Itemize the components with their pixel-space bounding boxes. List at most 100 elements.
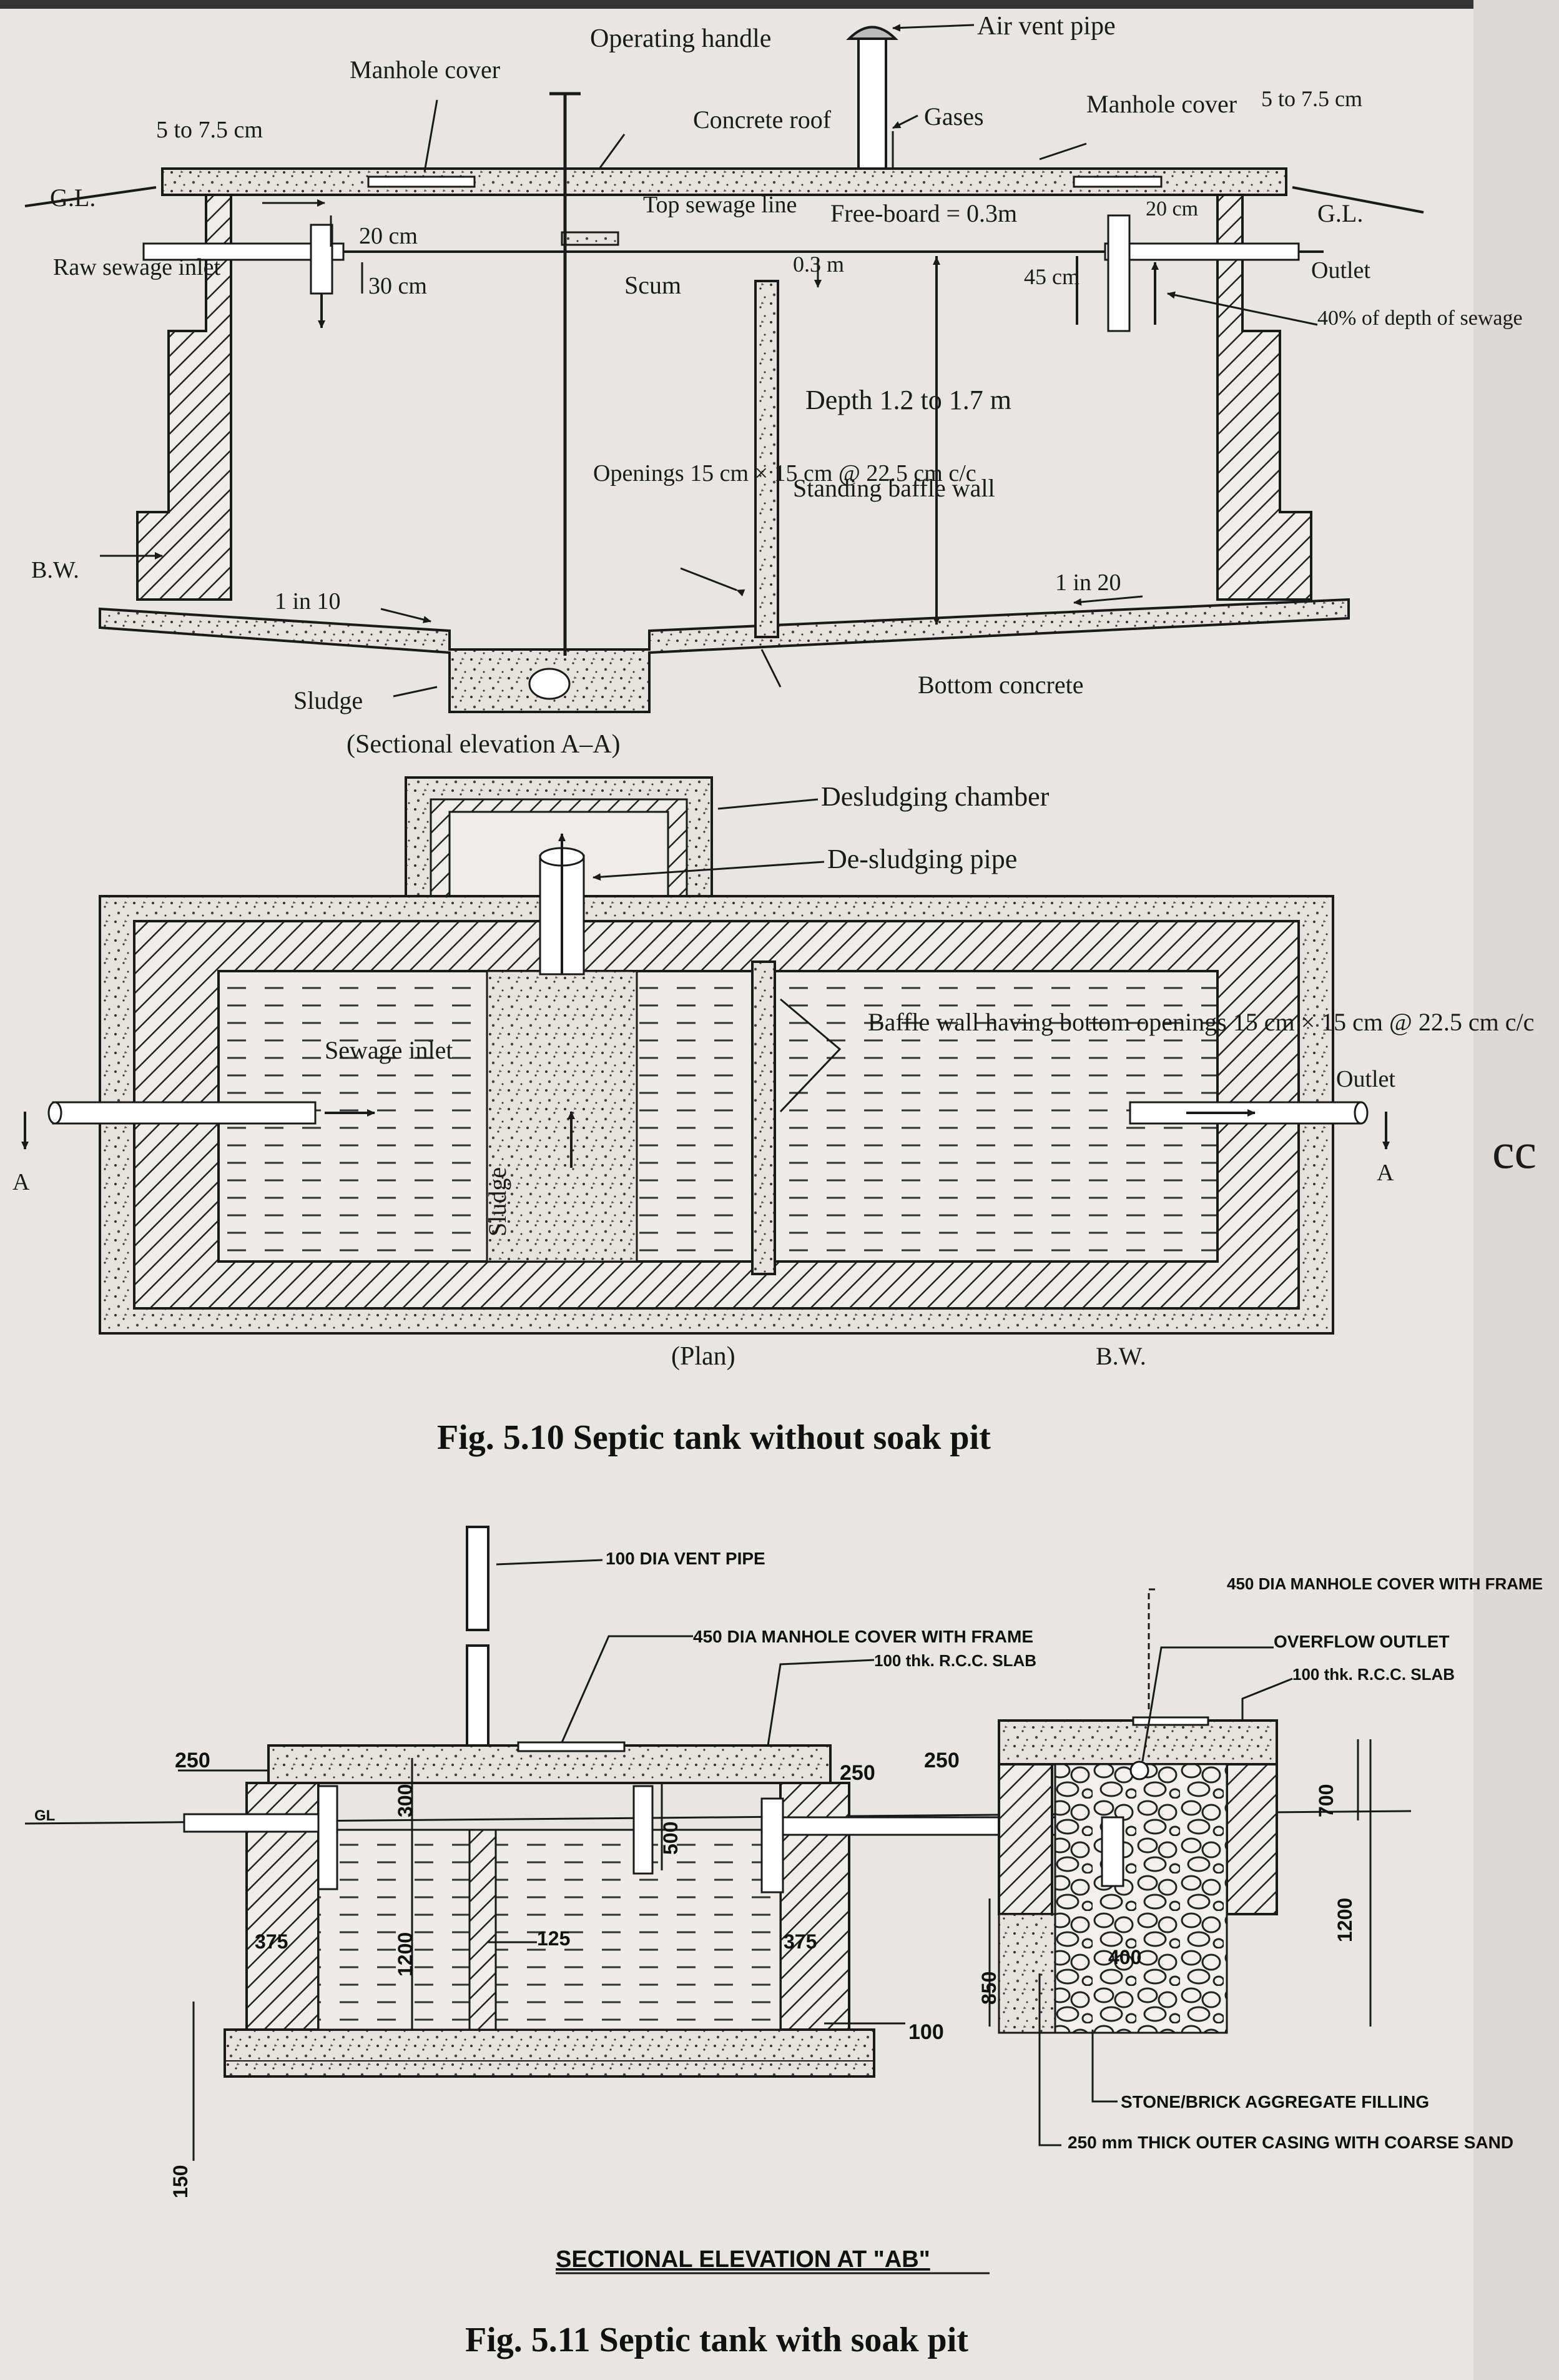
label-45cm: 45 cm (1024, 264, 1079, 289)
dim-150: 150 (169, 2165, 192, 2198)
label-bw-plan: B.W. (1096, 1342, 1146, 1370)
label-outlet-elevation: Outlet (1311, 257, 1370, 284)
label-vent-pipe: 100 DIA VENT PIPE (606, 1549, 765, 1568)
label-20cm-right: 20 cm (1146, 197, 1198, 220)
label-plan-sludge: Sludge (483, 1167, 511, 1237)
outlet-tee (1107, 214, 1131, 332)
ground-line-right (1292, 186, 1424, 214)
label-gl-511: GL (34, 1807, 55, 1824)
left-brick-wall (136, 194, 232, 601)
label-40pct: 40% of depth of sewage (1317, 307, 1523, 330)
label-bottom-concrete: Bottom concrete (918, 671, 1083, 699)
right-brick-wall (1216, 194, 1312, 601)
label-scum: Scum (624, 271, 681, 299)
dim-250-right: 250 (924, 1749, 960, 1772)
bottom-concrete (99, 598, 1350, 713)
label-gl-left: G.L. (50, 184, 96, 212)
dim-250-left: 250 (175, 1749, 210, 1772)
label-desludging-chamber: Desludging chamber (821, 781, 1050, 812)
fig511-elevation: 100 DIA VENT PIPE 450 DIA MANHOLE COVER … (24, 1526, 1543, 2274)
soakpit-rcc-slab (998, 1719, 1278, 1765)
soakpit-manhole-cover (1132, 1716, 1209, 1726)
title-sectional-elevation: (Sectional elevation A–A) (347, 730, 621, 759)
label-gap-left: 5 to 7.5 cm (156, 117, 263, 143)
plan-baffle-wall (751, 960, 776, 1275)
label-overflow-outlet: OVERFLOW OUTLET (1274, 1632, 1450, 1651)
tank-partition (468, 1829, 497, 2031)
label-top-sewage-line: Top sewage line (643, 192, 797, 218)
label-section-a-right: A (1377, 1160, 1394, 1186)
label-slab-511: 100 thk. R.C.C. SLAB (874, 1651, 1036, 1670)
ground-line-left (24, 186, 157, 207)
dim-400: 400 (1108, 1946, 1141, 1968)
manhole-cover-right (1073, 175, 1163, 188)
plan-inlet-pipe (52, 1101, 317, 1125)
fig510-elevation: Manhole cover Operating handle Air vent … (24, 12, 1523, 759)
title-plan: (Plan) (671, 1342, 735, 1371)
label-operating-handle: Operating handle (590, 24, 771, 53)
dim-1200-left: 1200 (394, 1932, 416, 1977)
dim-300: 300 (394, 1784, 416, 1817)
tank-baffle-tee (632, 1785, 654, 1875)
label-20cm-left: 20 cm (359, 223, 418, 249)
label-sewage-inlet: Sewage inlet (325, 1036, 453, 1064)
plan-sludge-zone (486, 970, 638, 1263)
label-bw-elevation: B.W. (31, 557, 79, 583)
dim-500: 500 (659, 1822, 682, 1855)
label-outlet-plan: Outlet (1336, 1066, 1395, 1092)
tank-manhole-cover (517, 1741, 626, 1752)
plan-tank-interior (217, 970, 1219, 1263)
label-0-3m: 0.3 m (793, 252, 844, 277)
standing-baffle-wall (754, 280, 779, 638)
caption-fig-5-10: Fig. 5.10 Septic tank without soak pit (437, 1418, 991, 1457)
dim-1200-right: 1200 (1334, 1898, 1356, 1942)
dim-100: 100 (908, 2020, 944, 2044)
dim-375-right: 375 (784, 1930, 817, 1953)
sludge-pipe (528, 668, 571, 700)
soakpit-left-wall (998, 1763, 1053, 1915)
label-stone-filling: STONE/BRICK AGGREGATE FILLING (1121, 2092, 1429, 2111)
tank-inlet-pipe (183, 1813, 338, 1833)
base-slab (224, 2028, 875, 2078)
label-concrete-roof: Concrete roof (693, 106, 832, 134)
label-manhole-cover-right-511: 450 DIA MANHOLE COVER WITH FRAME (1227, 1574, 1543, 1593)
caption-fig-5-11: Fig. 5.11 Septic tank with soak pit (465, 2321, 968, 2359)
dim-125: 125 (537, 1927, 570, 1950)
coarse-sand-casing (998, 1913, 1056, 2034)
dim-375-left: 375 (255, 1930, 288, 1953)
dim-700: 700 (1315, 1784, 1337, 1817)
label-slab-right-511: 100 thk. R.C.C. SLAB (1292, 1665, 1455, 1684)
soakpit-right-wall (1226, 1763, 1278, 1915)
label-raw-sewage-inlet: Raw sewage inlet (53, 254, 220, 280)
label-manhole-cover-right: Manhole cover (1086, 90, 1237, 118)
vent-cap (846, 26, 898, 40)
dim-850: 850 (978, 1972, 1000, 2005)
label-manhole-cover-511: 450 DIA MANHOLE COVER WITH FRAME (693, 1627, 1033, 1646)
label-gap-right: 5 to 7.5 cm (1261, 86, 1362, 111)
overflow-outlet-hole (1129, 1760, 1149, 1780)
label-sludge-elevation: Sludge (293, 686, 363, 714)
label-air-vent-pipe: Air vent pipe (977, 12, 1116, 41)
fig510-plan: Desludging chamber De-sludging pipe Sewa… (12, 776, 1534, 1371)
inlet-tee (310, 224, 333, 295)
vent-pipe (466, 1644, 489, 1747)
outlet-pipe (1104, 242, 1300, 261)
label-slope-right: 1 in 20 (1055, 570, 1121, 596)
manhole-cover-left (367, 175, 476, 188)
air-vent-pipe (857, 36, 887, 170)
label-gases: Gases (924, 102, 984, 131)
label-baffle-note: Baffle wall having bottom openings 15 cm… (868, 1008, 1534, 1036)
label-depth: Depth 1.2 to 1.7 m (805, 385, 1011, 415)
margin-scribble: cc (1492, 1124, 1537, 1179)
label-section-a-left: A (12, 1169, 30, 1195)
label-desludging-pipe: De-sludging pipe (827, 844, 1017, 874)
label-gl-right: G.L. (1317, 199, 1363, 227)
label-standing-baffle: Standing baffle wall (793, 474, 995, 502)
vent-pipe-top (466, 1526, 489, 1631)
label-slope-left: 1 in 10 (275, 588, 341, 615)
label-openings: Openings 15 cm × 15 cm @ 22.5 cm c/c (593, 460, 976, 486)
label-outer-casing: 250 mm THICK OUTER CASING WITH COARSE SA… (1068, 2133, 1513, 2152)
label-30cm: 30 cm (368, 273, 427, 299)
